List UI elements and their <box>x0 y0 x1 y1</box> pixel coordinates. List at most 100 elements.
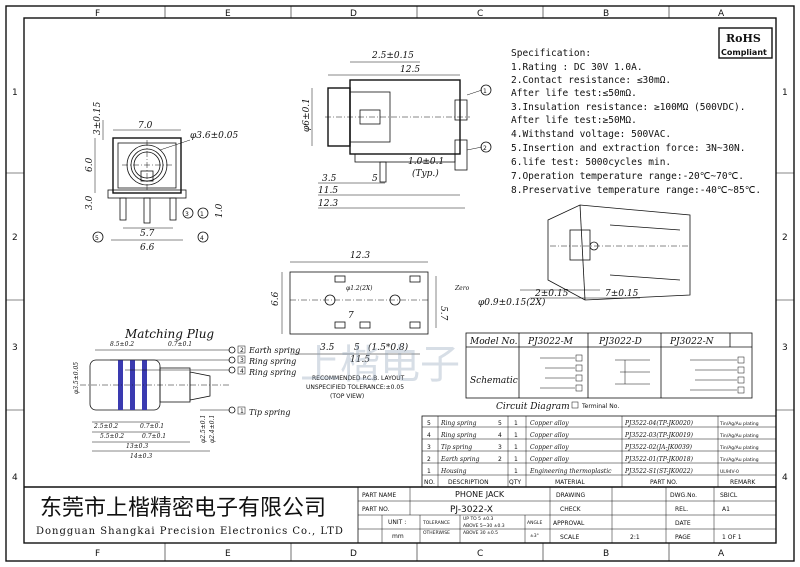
rohs-title: RoHS <box>726 32 761 45</box>
bom-rem: Tin/Ag/Au plating <box>719 433 759 439</box>
spec-item: After life test:≤50mΩ. <box>511 88 637 99</box>
plug-title: Matching Plug <box>124 327 214 341</box>
spec-item: 6.life test: 5000cycles min. <box>511 157 671 168</box>
pcb-caption: RECOMMENDED P.C.B. LAYOUT <box>312 375 405 382</box>
rel: A1 <box>722 506 730 513</box>
dim-d2: 7±0.15 <box>605 289 639 299</box>
bom-desc: Earth spring <box>440 456 480 463</box>
dim-bottom: 11.5 <box>350 355 370 365</box>
tol-row: UP TO 5 ±0.3 <box>463 516 494 522</box>
dim-zero: Zero <box>454 285 470 292</box>
pcb-caption: UNSPECIFIED TOLERANCE:±0.05 <box>306 384 404 391</box>
dim-b5: 13±0.3 <box>126 443 148 450</box>
bom-mat: Copper alloy <box>530 420 569 427</box>
dim-h2: 5.7 <box>438 306 448 321</box>
dim-p4: (1.5*0.8) <box>368 342 409 353</box>
bom-part: PJ3522-02(JA-JK0039) <box>624 444 693 451</box>
plug-num: 1 <box>240 408 244 415</box>
bom-no: 3 <box>427 444 431 451</box>
dim-b1: 3.5 <box>322 174 337 184</box>
bom-rem: Tin/Ag/Au plating <box>719 445 759 451</box>
dim-t1: 8.5±0.2 <box>110 341 134 348</box>
dim-dia: φ6±0.1 <box>302 98 312 132</box>
plug-label: Earth spring <box>248 346 300 355</box>
spec-item: After life test:≥50MΩ. <box>511 115 637 126</box>
page: 1 OF 1 <box>722 534 742 541</box>
plug-num: 2 <box>240 347 244 354</box>
otherwise-label: OTHERWISE <box>423 530 450 536</box>
rohs-badge: RoHS Compliant <box>718 27 773 59</box>
dim-bottom1: 3.0 <box>85 195 95 210</box>
dim-bottom2: 1.0 <box>215 203 225 218</box>
bom-rem: Tin/Ag/Au plating <box>719 421 759 427</box>
schematic-m <box>540 354 583 392</box>
side-view: 2.5±0.15 12.5 φ6±0.1 1.0±0.1 (Typ.) 3.5 … <box>302 51 492 209</box>
plug-label: Ring spring <box>248 357 296 366</box>
bom-part: PJ3522-04(TP-JK0020) <box>624 420 694 427</box>
bom-desc: Tip spring <box>441 444 472 451</box>
col-label: B <box>603 9 609 19</box>
circuit-caption: Circuit Diagram <box>496 402 570 412</box>
dim-b3: 5.5±0.2 <box>100 433 124 440</box>
dim-dia2: φ2.5±0.1 <box>200 415 207 443</box>
dim-b3: 12.3 <box>318 199 338 209</box>
schematic-header: Model No. <box>469 337 518 347</box>
rel-label: REL. <box>675 506 688 513</box>
dwg-no: SBICL <box>720 492 738 499</box>
dim-b2: 0.7±0.1 <box>140 423 164 430</box>
dim-b4: 0.7±0.1 <box>142 433 166 440</box>
pin-label: 1 <box>200 211 204 218</box>
part-name: PHONE JACK <box>455 490 505 499</box>
part-no: PJ-3022-X <box>450 505 493 515</box>
pcb-layout: 12.3 6.6 5.7 φ1.2(2X) 7 3.5 5 (1.5*0.8) … <box>271 251 448 400</box>
dim-p2: 3.5 <box>320 343 335 353</box>
bom-no: 5 <box>427 420 431 427</box>
dim-h: 6.6 <box>271 291 281 306</box>
column-dividers <box>6 6 794 561</box>
bom-box: 5 <box>498 420 502 427</box>
spec-item: 4.Withstand voltage: 500VAC. <box>511 129 671 140</box>
spec-item: 1.Rating : DC 30V 1.0A. <box>511 62 643 73</box>
page-label: PAGE <box>675 534 691 541</box>
isometric-view: Zero φ0.9±0.15(2X) 2±0.15 7±0.15 <box>454 204 691 308</box>
spec-item: 7.Operation temperature range:-20℃~70℃. <box>511 171 744 182</box>
bom-header-cell: MATERIAL <box>555 479 585 486</box>
unit-label: UNIT : <box>388 519 406 526</box>
bom-mat: Copper alloy <box>530 432 569 439</box>
bom-mat: Copper alloy <box>530 444 569 451</box>
dim-p3: 5 <box>354 343 360 353</box>
dwg-no-label: DWG.No. <box>670 492 697 499</box>
bom-no: 1 <box>427 468 431 475</box>
scale-value: 2:1 <box>630 534 640 541</box>
scale-label: SCALE <box>560 534 579 541</box>
check-label: CHECK <box>560 506 582 513</box>
bom-desc: Ring spring <box>440 432 477 439</box>
plug-label: Ring spring <box>248 368 296 377</box>
row-numbers: 1 2 3 4 1 2 3 4 <box>12 88 788 483</box>
bom-part: PJ3522-03(TP-JK0019) <box>624 432 694 439</box>
schematic-n <box>690 356 745 394</box>
spec-item: 5.Insertion and extraction force: 3N~30N… <box>511 143 746 154</box>
tol-row: ABOVE 30 ±0.5 <box>463 530 498 536</box>
column-letters-top: F E D C B A <box>95 9 725 19</box>
bom-mat: Copper alloy <box>530 456 569 463</box>
bom-no: 2 <box>427 456 431 463</box>
dim-top: 12.3 <box>350 251 370 261</box>
dim-height: 3±0.15 <box>93 101 103 135</box>
pin-label: 5 <box>95 235 99 242</box>
spec-title: Specification: <box>511 48 591 59</box>
bom-part: PJ3522-S1(ST-JK0022) <box>624 468 694 475</box>
dim-w1: 5.7 <box>140 229 155 239</box>
row-label: 1 <box>782 88 788 98</box>
dim-top1: 2.5±0.15 <box>371 51 414 61</box>
part-no-label: PART NO. <box>362 506 390 513</box>
dim-b2: 11.5 <box>318 186 338 196</box>
dim-w2: 6.6 <box>140 243 155 253</box>
col-label: D <box>350 549 357 559</box>
dim-hole: φ3.6±0.05 <box>190 131 238 141</box>
row-label: 4 <box>782 473 788 483</box>
bom-header-cell: DESCRIPTION <box>448 479 489 486</box>
column-letters-bottom: F E D C B A <box>95 549 725 559</box>
spec-item: 2.Contact resistance: ≤30mΩ. <box>511 75 671 86</box>
bom-no: 4 <box>427 432 431 439</box>
